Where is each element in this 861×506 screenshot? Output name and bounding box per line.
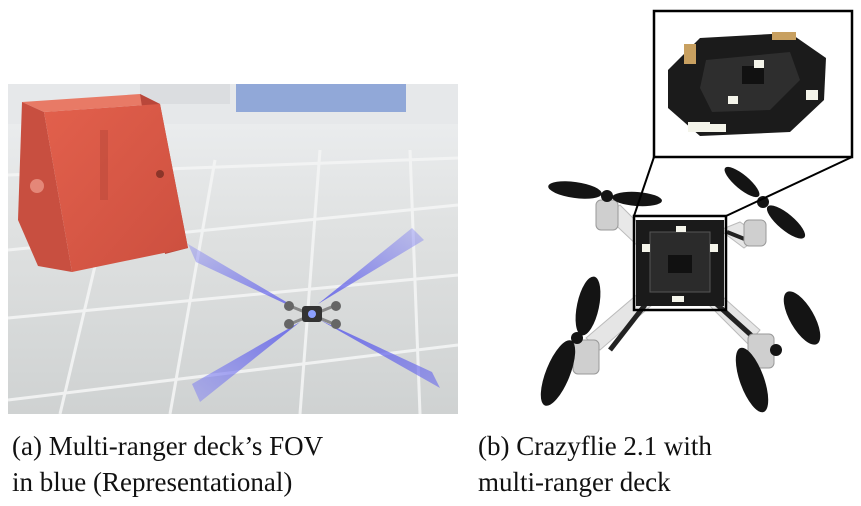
caption-b-line1: (b) Crazyflie 2.1 with xyxy=(478,431,712,461)
deck-board xyxy=(636,220,724,306)
orange-box xyxy=(18,94,188,272)
caption-a-line2: in blue (Representational) xyxy=(12,467,293,497)
propellers xyxy=(540,166,821,413)
caption-a-line1: (a) Multi-ranger deck’s FOV xyxy=(12,431,324,461)
inset-connector-left xyxy=(633,156,655,217)
caption-a: (a) Multi-ranger deck’s FOV in blue (Rep… xyxy=(12,428,452,500)
caption-b: (b) Crazyflie 2.1 with multi-ranger deck xyxy=(478,428,858,500)
fov-cones xyxy=(188,228,440,402)
caption-b-line2: multi-ranger deck xyxy=(478,467,671,497)
drone-small xyxy=(284,301,341,329)
inset-connector-right xyxy=(725,156,853,217)
deck-inset xyxy=(652,9,854,159)
motors xyxy=(572,199,775,375)
crazyflie-photo xyxy=(540,9,854,413)
floor-tiles xyxy=(8,149,458,414)
fov-photo xyxy=(8,84,458,414)
deck-highlight-box xyxy=(632,214,728,312)
